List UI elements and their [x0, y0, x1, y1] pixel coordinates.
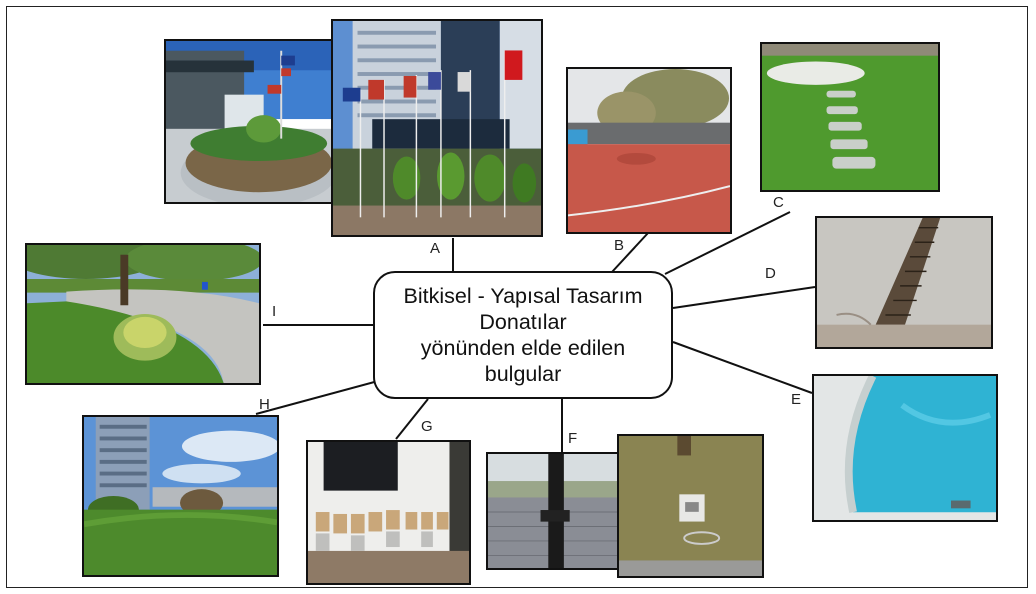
stepping-stones-photo	[760, 42, 940, 192]
lamp-post-photo	[486, 452, 632, 570]
sports-court-photo	[566, 67, 732, 234]
label-f: F	[568, 430, 578, 447]
connector-e	[672, 341, 813, 394]
garden-path-photo	[25, 243, 261, 385]
center-title-box: Bitkisel - Yapısal Tasarım Donatılar yön…	[373, 271, 673, 399]
label-e: E	[791, 391, 802, 408]
pool-photo	[812, 374, 998, 522]
flags-entrance-photo	[164, 39, 334, 204]
drain-grate-photo	[815, 216, 993, 349]
center-line-4: bulgular	[484, 362, 562, 387]
label-h: H	[259, 396, 270, 413]
lawn-building-photo	[82, 415, 279, 577]
label-a: A	[430, 240, 441, 257]
center-line-2: Donatılar	[479, 309, 567, 334]
flags-building-photo	[331, 19, 543, 237]
label-c: C	[773, 194, 784, 211]
ground-box-photo	[617, 434, 764, 578]
label-g: G	[421, 418, 433, 435]
connector-d	[672, 286, 816, 309]
connector-g	[395, 398, 429, 440]
label-i: I	[272, 303, 277, 320]
label-d: D	[765, 265, 776, 282]
connector-b	[611, 232, 649, 273]
label-b: B	[614, 237, 625, 254]
waiting-room-photo	[306, 440, 471, 585]
connector-c	[664, 211, 791, 275]
connector-h	[255, 380, 379, 415]
center-line-1: Bitkisel - Yapısal Tasarım	[403, 283, 643, 308]
center-line-3: yönünden elde edilen	[420, 336, 626, 360]
